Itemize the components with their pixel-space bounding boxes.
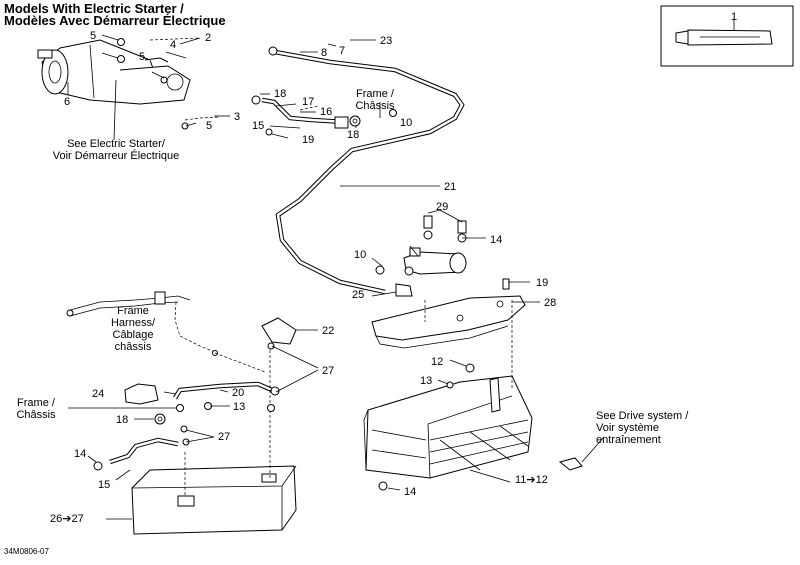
grease-tube-inset: [660, 5, 794, 67]
note-drive-fr-1: Voir système: [596, 422, 659, 434]
callout-10-solenoid: 10: [354, 249, 366, 261]
callout-25: 25: [352, 289, 364, 301]
diagram-title-line-1: Models With Electric Starter /: [4, 1, 184, 16]
callout-5-lower: 5: [206, 120, 212, 132]
callout-5-top: 5: [90, 30, 96, 42]
starter-cable: [268, 46, 465, 295]
diagram-title-line-2: Modèles Avec Démarreur Électrique: [4, 13, 226, 28]
callout-3: 3: [234, 111, 240, 123]
callout-27-right: 27: [322, 365, 334, 377]
callout-14-box: 14: [404, 486, 416, 498]
callout-14-solenoid: 14: [490, 234, 502, 246]
note-electric-starter-en: See Electric Starter/: [67, 138, 165, 150]
callout-14-left: 14: [74, 448, 86, 460]
solenoid: [375, 215, 467, 297]
note-harness-fr-1: Câblage: [112, 329, 154, 341]
callout-10-top: 10: [400, 117, 412, 129]
callout-2: 2: [205, 32, 211, 44]
callout-18-left: 18: [116, 414, 128, 426]
solenoid-bracket: [371, 278, 526, 349]
callout-20: 20: [232, 387, 244, 399]
note-frame-left-en: Frame /: [17, 397, 55, 409]
callout-1: 1: [731, 11, 737, 23]
leader-lines: [67, 34, 605, 520]
battery-cable-20: [124, 381, 280, 425]
note-frame-top-en: Frame /: [356, 88, 394, 100]
callout-15-top: 15: [252, 120, 264, 132]
callout-5-middle: 5: [139, 51, 145, 63]
battery: [131, 452, 297, 535]
terminal-cover: [261, 317, 297, 345]
callout-28: 28: [544, 297, 556, 309]
callout-26-27: 26➔27: [50, 513, 84, 525]
callout-4: 4: [170, 39, 176, 51]
frame-harness: [66, 291, 266, 373]
callout-numbers: 1 2 3 4 5 5 5 6 7 8 10 10 11➔12 12 13 13…: [50, 11, 737, 525]
callout-18-top: 18: [274, 88, 286, 100]
electric-starter: [37, 39, 191, 105]
cable-16-assembly: [251, 95, 397, 129]
note-drive-system: See Drive system / Voir système entraîne…: [596, 410, 746, 446]
note-frame-top-fr: Châssis: [355, 100, 395, 112]
callout-22: 22: [322, 325, 334, 337]
note-frame-left: Frame / Châssis: [6, 397, 66, 421]
callout-11-12: 11➔12: [515, 474, 548, 486]
note-drive-fr-2: entraînement: [596, 434, 661, 446]
callout-7: 7: [339, 45, 345, 57]
callout-6: 6: [64, 96, 70, 108]
battery-cable-15: [93, 425, 190, 471]
callout-13-left: 13: [233, 401, 245, 413]
note-electric-starter: See Electric Starter/ Voir Démarreur Éle…: [26, 138, 206, 162]
note-drive-en: See Drive system /: [596, 410, 689, 422]
note-harness-fr-2: châssis: [114, 341, 152, 353]
callout-19-bracket: 19: [536, 277, 548, 289]
battery-box: [363, 300, 583, 491]
callout-21: 21: [444, 181, 456, 193]
note-frame-left-fr: Châssis: [16, 409, 56, 421]
reference-code: 34M0806-07: [4, 547, 49, 556]
callout-18-washer: 18: [347, 129, 359, 141]
terminal-bolt-stack: [267, 342, 275, 478]
callout-15-bottom: 15: [98, 479, 110, 491]
note-electric-starter-fr: Voir Démarreur Électrique: [52, 150, 180, 162]
starter-fasteners: [117, 37, 273, 136]
note-frame-harness: Frame Harness/ Câblage châssis: [98, 305, 168, 353]
callout-19-top: 19: [302, 134, 314, 146]
note-harness-en-1: Frame: [117, 305, 149, 317]
callout-24: 24: [92, 388, 104, 400]
callout-29: 29: [436, 201, 448, 213]
callout-23: 23: [380, 35, 392, 47]
note-frame-top: Frame / Châssis: [340, 88, 410, 112]
callout-8: 8: [321, 47, 327, 59]
callout-16: 16: [320, 106, 332, 118]
callout-13-box: 13: [420, 375, 432, 387]
callout-17: 17: [302, 96, 314, 108]
note-harness-en-2: Harness/: [110, 317, 156, 329]
callout-27-left: 27: [218, 431, 230, 443]
callout-12: 12: [431, 356, 443, 368]
